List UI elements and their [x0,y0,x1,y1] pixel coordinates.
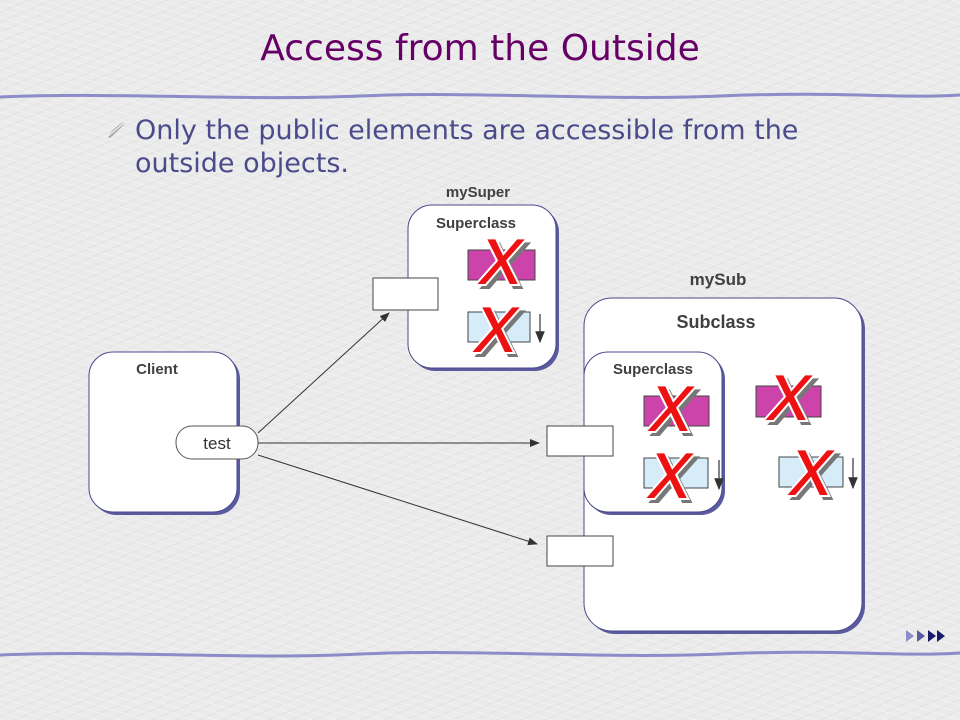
subclass-public-method [546,535,614,567]
x-mark-shadow: X [766,364,819,440]
client-label: Client [136,361,178,378]
inherited-private-field [643,457,709,489]
mysuper-superclass-label: Superclass [436,215,516,232]
bottom-wavy-line [0,650,960,658]
x-mark-inherited-field: X [643,438,696,514]
inherited-public-method [546,425,614,457]
x-mark-mysuper-method: X [474,224,527,300]
x-mark-subclass-method: X [762,360,815,436]
mysuper-label: mySuper [446,184,510,201]
x-mark-shadow: X [478,228,531,304]
subclass-private-field [778,456,844,488]
subclass-label: Subclass [676,312,755,332]
x-mark-subclass-field: X [784,435,837,511]
mysuper-private-field [467,311,531,343]
test-label: test [203,434,231,453]
top-wavy-line [0,92,960,100]
subclass-private-method [755,385,822,418]
arrow-test-to-mysuper [257,312,390,434]
inner-superclass-label: Superclass [613,361,693,378]
mysub-label: mySub [690,270,747,289]
x-mark-shadow: X [788,439,841,515]
client-object [88,351,240,515]
x-mark-shadow: X [647,442,700,518]
mysuper-public-method [372,277,439,311]
slide-title: Access from the Outside [260,28,700,69]
x-mark-shadow: X [473,296,526,372]
bullet-text: Only the public elements are accessible … [135,115,799,179]
nav-arrows-icon[interactable] [905,628,953,644]
arrow-test-to-subclass [257,454,538,546]
x-mark-shadow: X [648,375,701,451]
x-mark-inherited-method: X [644,371,697,447]
mysuper-private-method [467,249,536,281]
x-mark-mysuper-field: X [469,292,522,368]
bullet-feather-icon [106,120,127,138]
x-marks: X X X X X X X X X X X X [468,223,841,518]
inherited-private-method [643,395,710,427]
